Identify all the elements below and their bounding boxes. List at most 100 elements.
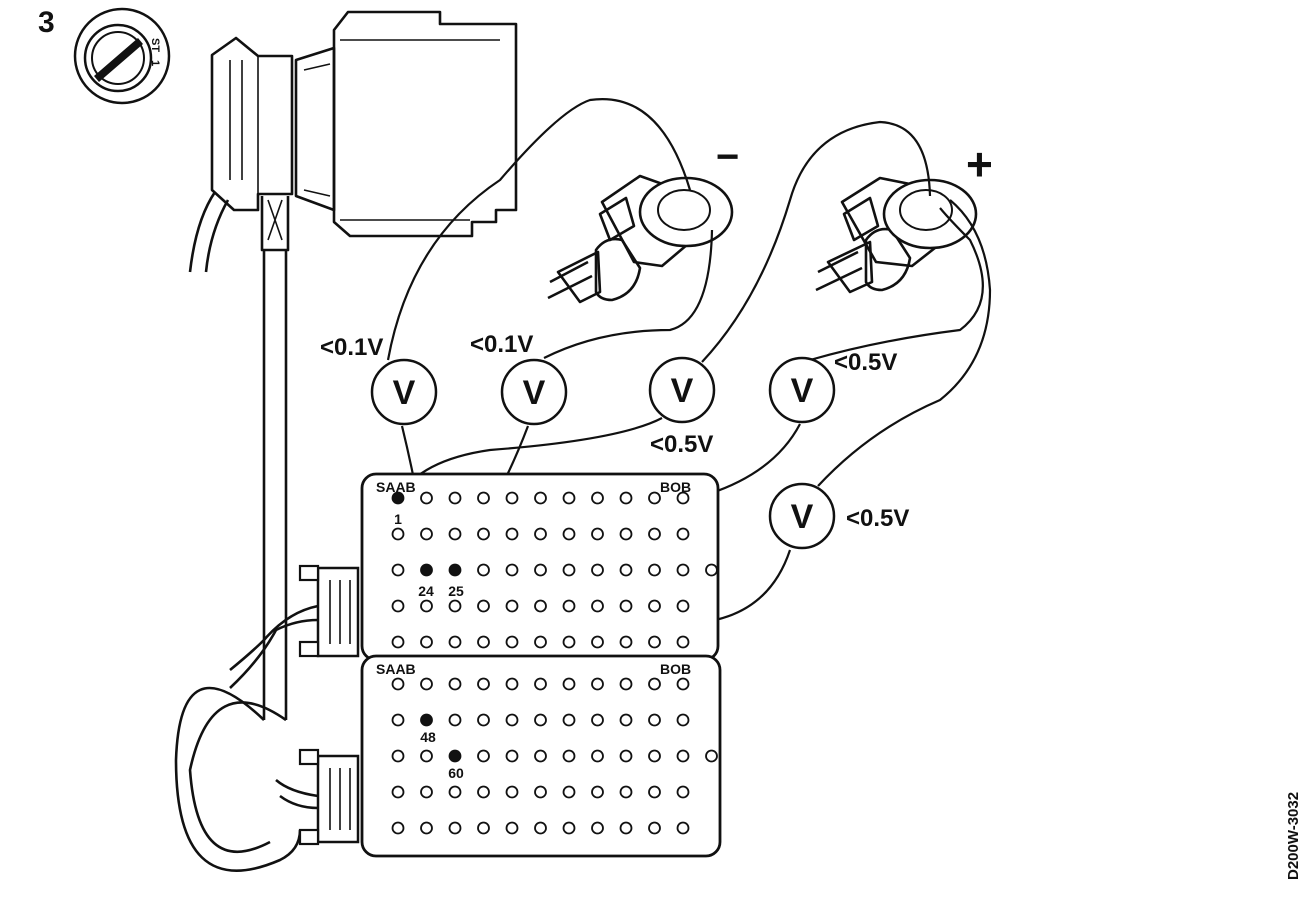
- bob-lower-hole: [562, 749, 576, 763]
- bob-upper-hole: [477, 563, 490, 577]
- bob-lower-hole: [420, 749, 433, 763]
- bob-upper-hole: [619, 491, 633, 505]
- bob-lower-hole: [391, 785, 405, 799]
- bob-upper-hole: [477, 527, 490, 541]
- breakout-cable: [174, 250, 319, 872]
- bob-lower-hole: [420, 821, 433, 835]
- bob-lower-hole: [676, 677, 690, 691]
- sensor-positive-polarity: +: [966, 138, 993, 190]
- bob-lower-hole: [619, 749, 633, 763]
- bob-upper-hole: [420, 491, 433, 505]
- bob-lower-hole: [591, 713, 604, 727]
- bob-upper-hole: [505, 563, 519, 577]
- bob-lower-hole: [676, 713, 690, 727]
- bob-lower-hole: [591, 749, 604, 763]
- bob-lower-hole: [591, 677, 604, 691]
- bob-connector-lower: [298, 748, 360, 846]
- bob-lower-hole: [391, 677, 405, 691]
- bob-upper-pin-25: [448, 563, 462, 577]
- bob-lower-hole: [420, 785, 433, 799]
- bob-upper-hole: [648, 599, 661, 613]
- bob-lower-hole: [591, 785, 604, 799]
- bob-upper-hole: [648, 491, 661, 505]
- voltmeter-2: V: [500, 358, 568, 426]
- bob-lower-hole: [534, 713, 547, 727]
- bob-lower-pin-48: [420, 713, 433, 727]
- knock-sensor-positive-icon: [815, 176, 978, 294]
- bob-upper-hole: [705, 563, 718, 577]
- bob-upper-hole: [619, 563, 633, 577]
- bob-upper-hole: [534, 599, 547, 613]
- voltmeter-4-reading: <0.5V: [834, 349, 897, 376]
- bob-upper-hole: [448, 599, 462, 613]
- bob-upper-hole: [676, 635, 690, 649]
- bob-lower-hole: [534, 821, 547, 835]
- ignition-label-1: 1: [149, 60, 161, 66]
- bob-lower-hole: [648, 785, 661, 799]
- bob-upper-hole: [562, 635, 576, 649]
- bob-lower-hole: [391, 821, 405, 835]
- bob-lower-hole: [648, 713, 661, 727]
- breakout-box-lower: SAAB BOB 48 60: [360, 654, 722, 858]
- bob-lower-hole: [420, 677, 433, 691]
- pin-label-1: 1: [394, 511, 402, 527]
- bob-lower-hole: [619, 785, 633, 799]
- bob-upper-hole: [676, 527, 690, 541]
- bob-lower-hole: [477, 785, 490, 799]
- ignition-switch-icon: ST 1: [73, 7, 171, 105]
- bob-upper-pin-1: [391, 491, 405, 505]
- bob-upper-hole: [562, 491, 576, 505]
- bob-upper-hole: [391, 563, 405, 577]
- bob-upper-hole: [619, 599, 633, 613]
- voltmeter-2-symbol: V: [523, 374, 546, 412]
- bob-upper-hole: [448, 635, 462, 649]
- bob-upper-hole: [477, 635, 490, 649]
- bob-lower-hole: [619, 821, 633, 835]
- bob-lower-hole: [477, 713, 490, 727]
- bob-upper-pin-24: [420, 563, 433, 577]
- bob-upper-hole: [391, 635, 405, 649]
- bob-upper-hole: [420, 599, 433, 613]
- voltmeter-5-reading: <0.5V: [846, 505, 909, 532]
- bob-lower-hole: [505, 749, 519, 763]
- voltmeter-5: V: [768, 482, 836, 550]
- bob-lower-hole: [619, 677, 633, 691]
- voltmeter-1-symbol: V: [393, 374, 416, 412]
- bob-upper-hole: [676, 563, 690, 577]
- bob-upper-hole: [505, 527, 519, 541]
- bob-upper-hole: [676, 599, 690, 613]
- pin-label-48: 48: [420, 729, 436, 745]
- sensor-negative-polarity: −: [716, 135, 739, 179]
- bob-lower-hole: [505, 713, 519, 727]
- bob-upper-hole: [505, 635, 519, 649]
- bob-lower-hole: [648, 749, 661, 763]
- bob-lower-hole: [676, 749, 690, 763]
- bob-lower-hole: [505, 821, 519, 835]
- breakout-box-upper: SAAB BOB 1 24 25: [360, 472, 720, 662]
- voltmeter-3: V: [648, 356, 716, 424]
- bob-upper-hole: [619, 527, 633, 541]
- voltmeter-1: V: [370, 358, 438, 426]
- bob-upper-hole: [391, 599, 405, 613]
- bob-upper-hole: [477, 599, 490, 613]
- bob-lower-brand: SAAB: [376, 661, 416, 677]
- bob-connector-upper: [298, 564, 360, 658]
- bob-upper-hole: [562, 599, 576, 613]
- bob-upper-hole: [391, 527, 405, 541]
- voltmeter-4: V: [768, 356, 836, 424]
- voltmeter-4-symbol: V: [791, 372, 814, 410]
- voltmeter-5-symbol: V: [791, 498, 814, 536]
- bob-upper-hole: [591, 491, 604, 505]
- bob-lower-hole: [505, 677, 519, 691]
- bob-upper-hole: [534, 563, 547, 577]
- bob-upper-label: BOB: [660, 479, 691, 495]
- bob-lower-hole: [619, 713, 633, 727]
- voltmeter-3-symbol: V: [671, 372, 694, 410]
- bob-lower-hole: [448, 713, 462, 727]
- bob-upper-hole: [477, 491, 490, 505]
- voltmeter-1-reading: <0.1V: [320, 334, 383, 361]
- bob-lower-hole: [448, 821, 462, 835]
- voltmeter-3-reading: <0.5V: [650, 431, 713, 458]
- bob-lower-hole: [562, 785, 576, 799]
